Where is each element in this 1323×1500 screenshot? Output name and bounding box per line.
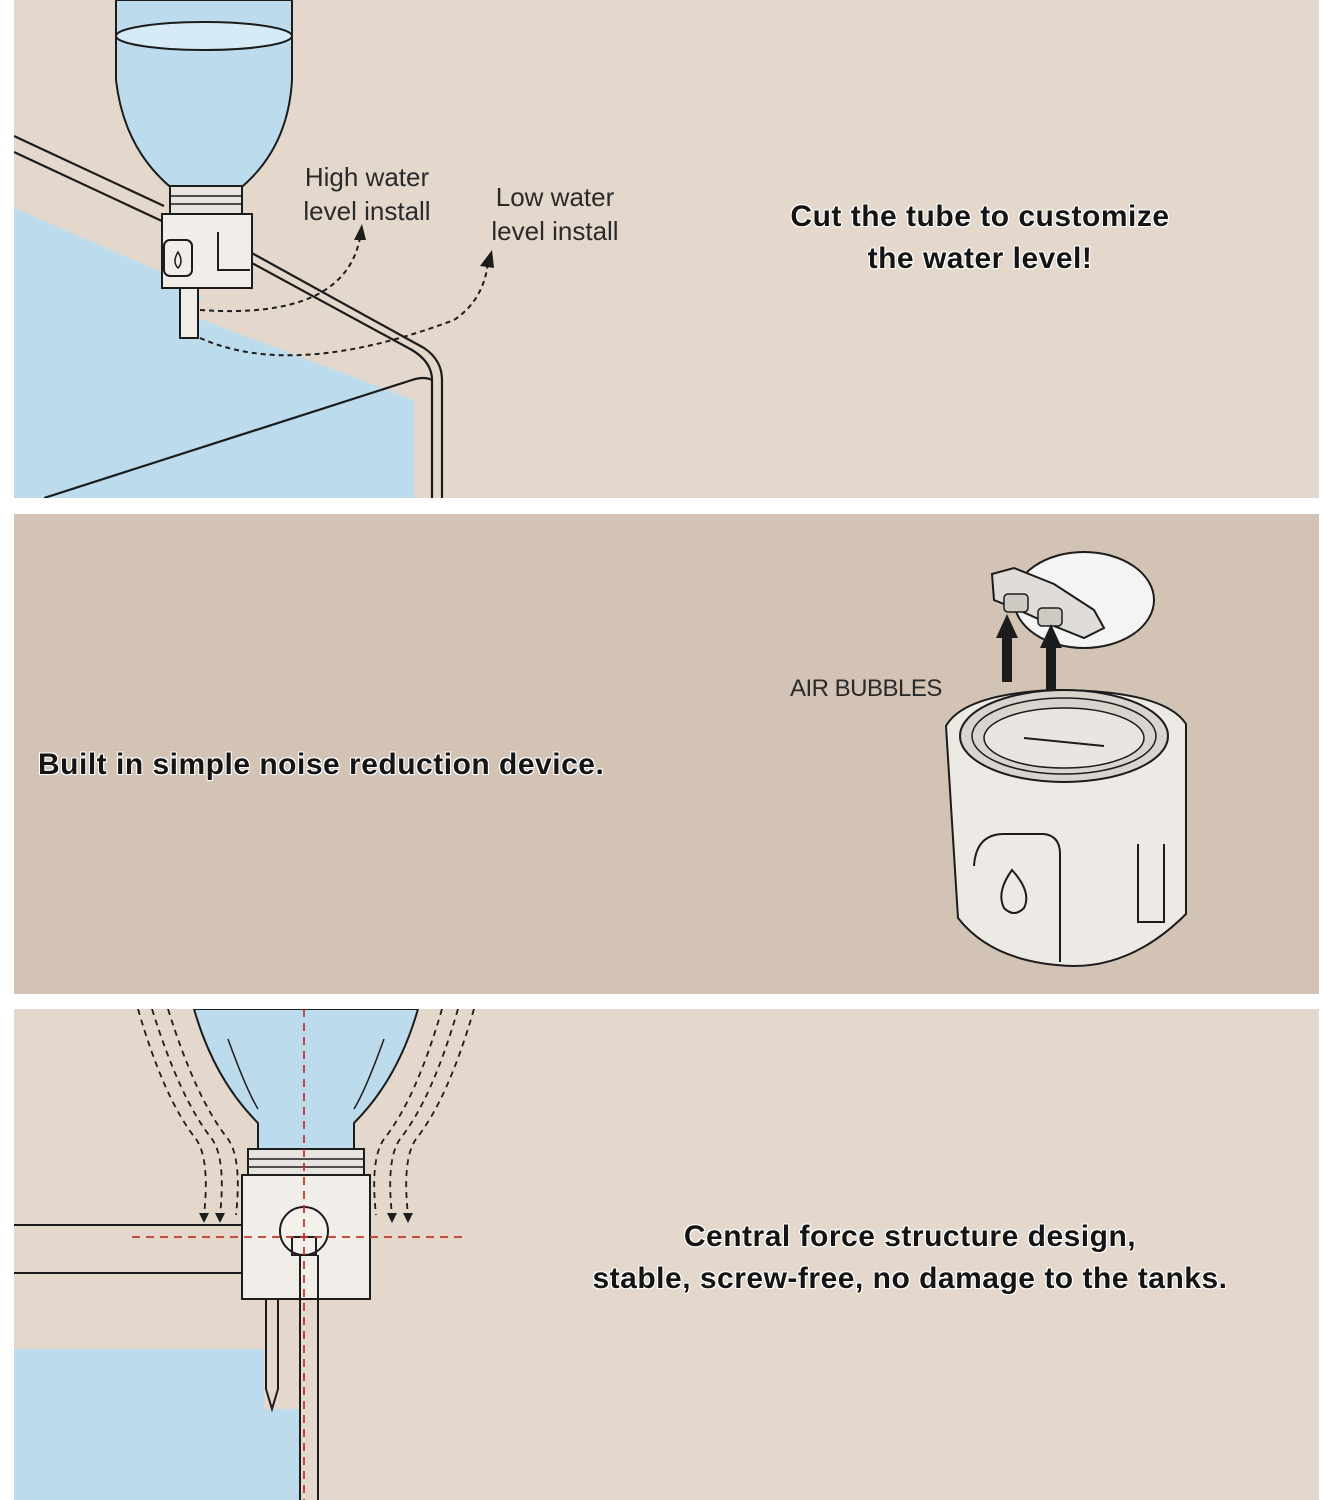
headline-central-force-line2: stable, screw-free, no damage to the tan… [592, 1262, 1228, 1295]
noise-device-illustration [944, 551, 1187, 968]
panel-water-level [14, 0, 1319, 498]
device-body [944, 688, 1187, 968]
low-water-label: Low water level install [470, 180, 640, 248]
center-axis-lines [132, 1009, 464, 1500]
arrow-head-high [354, 224, 366, 240]
high-water-label-line2: level install [303, 196, 431, 226]
tank-water-bottom [14, 1349, 264, 1500]
tank-wall-lines [14, 1224, 242, 1274]
low-water-label-line2: level install [491, 216, 619, 246]
high-water-label: High water level install [282, 160, 452, 228]
force-arrows [137, 1009, 475, 1216]
clip-holder [161, 213, 253, 339]
low-water-label-line1: Low water [495, 182, 615, 212]
arrow-head-low [480, 250, 494, 268]
headline-noise-reduction: Built in simple noise reduction device. [38, 748, 605, 781]
headline-cut-tube-line2: the water level! [867, 242, 1093, 275]
force-arrow-heads [199, 1213, 413, 1223]
headline-central-force: Central force structure design, stable, … [540, 1216, 1280, 1300]
panel-central-force [14, 1009, 1319, 1500]
panel-noise-reduction [14, 514, 1319, 994]
headline-central-force-line1: Central force structure design, [683, 1220, 1137, 1253]
bottle [115, 0, 293, 217]
air-bubble-arrows [996, 614, 1062, 692]
bottle-bottom-view [192, 1009, 420, 1176]
central-force-illustration [14, 1009, 475, 1500]
install-arrows [199, 237, 489, 357]
high-water-label-line1: High water [304, 162, 430, 192]
tank-outline [14, 135, 444, 498]
air-bubbles-label: AIR BUBBLES [790, 675, 942, 702]
headline-cut-tube-line1: Cut the tube to customize [790, 200, 1170, 233]
device-cap [990, 551, 1155, 649]
headline-cut-tube: Cut the tube to customize the water leve… [740, 196, 1220, 280]
tank-bottle-illustration [14, 0, 494, 498]
